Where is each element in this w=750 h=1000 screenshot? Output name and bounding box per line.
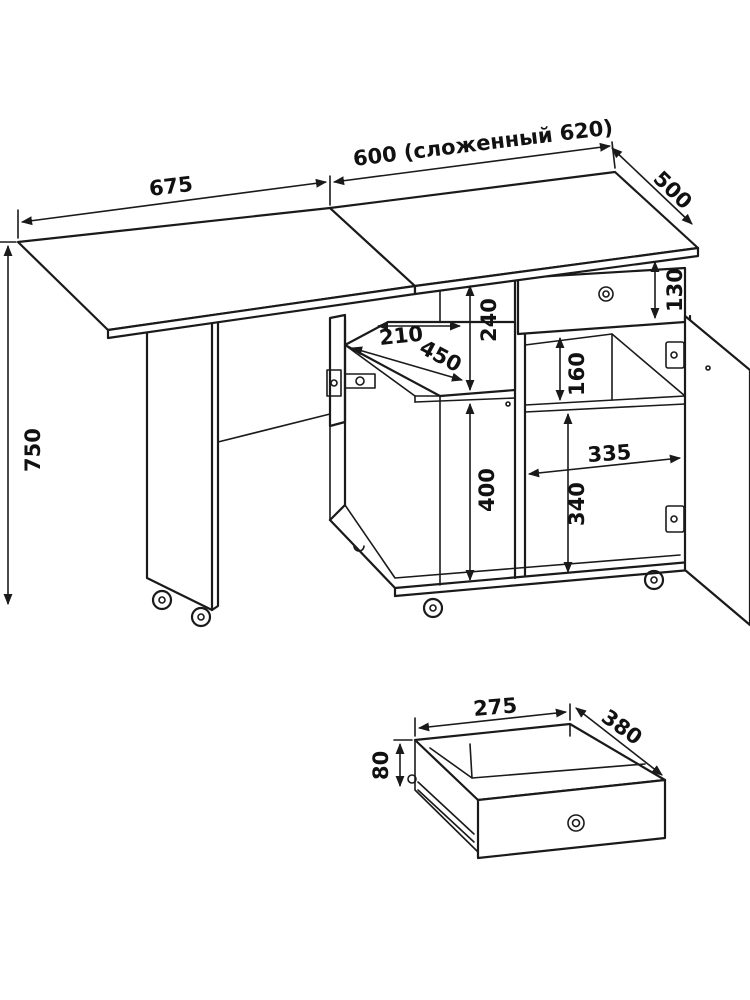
- label-drawer-front-height: 130: [663, 268, 687, 312]
- label-drawer-height: 80: [369, 751, 393, 780]
- caster-wheels: [151, 545, 665, 628]
- dimension-lines: [0, 141, 693, 606]
- label-open-height: 240: [477, 298, 501, 342]
- label-depth: 500: [649, 166, 697, 214]
- label-leaf-width: 675: [148, 172, 194, 201]
- label-inner-width: 335: [587, 440, 632, 467]
- label-inner-height: 340: [565, 482, 589, 526]
- cabinet-body: [328, 266, 750, 627]
- left-leg-panel: [145, 314, 331, 612]
- drawer-dimension-lines: [393, 703, 663, 788]
- label-niche-height: 160: [565, 352, 589, 396]
- table-top: [16, 170, 700, 340]
- folding-table: [16, 170, 750, 628]
- label-height: 750: [21, 428, 45, 472]
- label-shelf-depth: 210: [378, 322, 424, 350]
- label-lower-height: 400: [475, 468, 499, 512]
- drawer: [407, 722, 667, 860]
- label-drawer-width: 275: [472, 693, 518, 721]
